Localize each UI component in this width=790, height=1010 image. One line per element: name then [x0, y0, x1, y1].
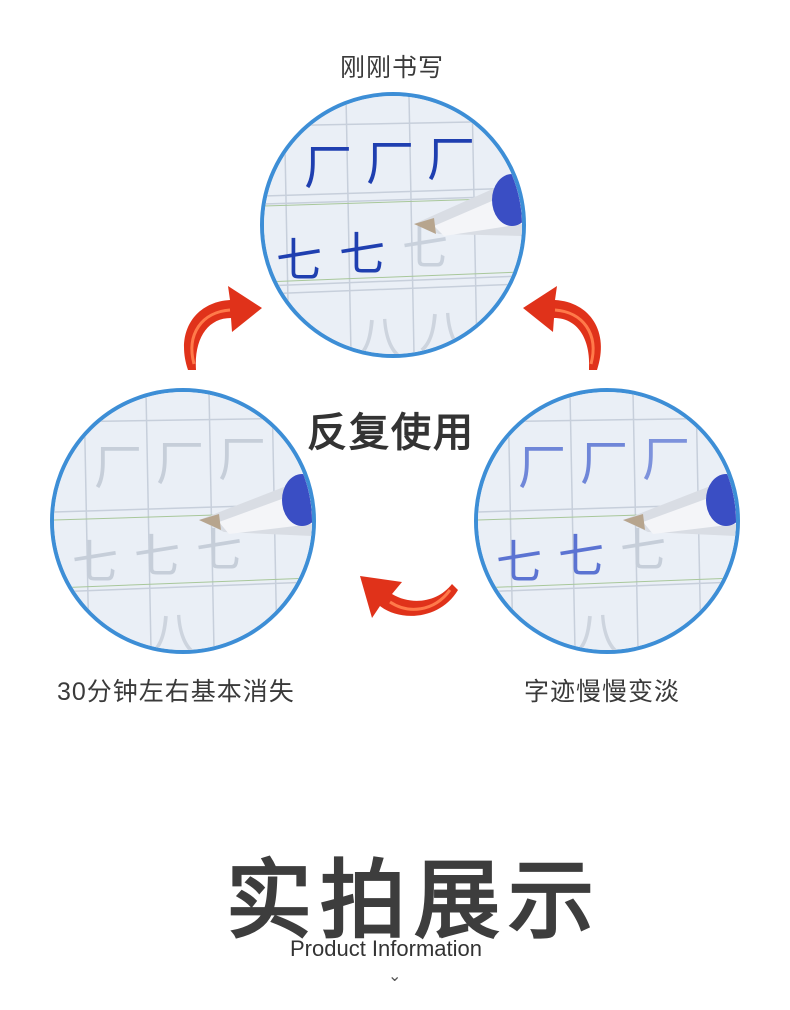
practice-sheet-fresh: 厂 厂 厂 七 七 七 八 八	[264, 96, 522, 354]
center-title: 反复使用	[307, 411, 475, 455]
practice-sheet-faded: 厂 厂 厂 七 七 七 八	[54, 392, 312, 650]
circle-fading: 厂 厂 厂 七 七 七 八	[474, 388, 740, 654]
glyph-row2: 七	[276, 233, 322, 287]
glyph-row2: 七	[558, 529, 604, 583]
glyph-row1: 厂	[304, 140, 352, 196]
circle-just-written: 厂 厂 厂 七 七 七 八 八	[260, 92, 526, 358]
glyph-row3-guide: 八	[419, 305, 465, 354]
section-title: 实拍展示	[226, 853, 602, 949]
practice-sheet-fading: 厂 厂 厂 七 七 七 八	[478, 392, 736, 650]
glyph-row1: 厂	[642, 432, 690, 488]
glyph-row2: 七	[339, 227, 385, 281]
glyph-row2: 七	[496, 535, 542, 589]
chevron-down-icon: ⌄	[388, 968, 402, 985]
curved-arrow-icon-left	[184, 286, 262, 370]
glyph-row1-guide: 厂	[218, 432, 266, 488]
pen-icon	[199, 474, 312, 536]
glyph-row1: 厂	[518, 440, 566, 496]
glyph-row1: 厂	[580, 436, 628, 492]
glyph-row1: 厂	[427, 132, 475, 188]
glyph-row3-guide: 八	[356, 311, 402, 354]
curved-arrow-icon-right	[523, 286, 601, 370]
glyph-row2-guide: 七	[72, 535, 118, 589]
step-label-fading: 字迹慢慢变淡	[524, 678, 681, 706]
glyph-row1: 厂	[366, 136, 414, 192]
pen-icon	[414, 174, 522, 236]
curved-arrow-icon-bottom	[360, 576, 458, 618]
glyph-row1-guide: 厂	[156, 436, 204, 492]
glyph-row1-guide: 厂	[94, 440, 142, 496]
glyph-row3-guide: 八	[150, 607, 196, 650]
glyph-row3-guide: 八	[574, 607, 620, 650]
step-label-just-written: 刚刚书写	[340, 54, 445, 82]
section-subtitle: Product Information	[290, 936, 482, 961]
circle-disappears: 厂 厂 厂 七 七 七 八	[50, 388, 316, 654]
glyph-row2-guide: 七	[134, 529, 180, 583]
pen-icon	[623, 474, 736, 536]
step-label-disappears: 30分钟左右基本消失	[57, 678, 295, 706]
